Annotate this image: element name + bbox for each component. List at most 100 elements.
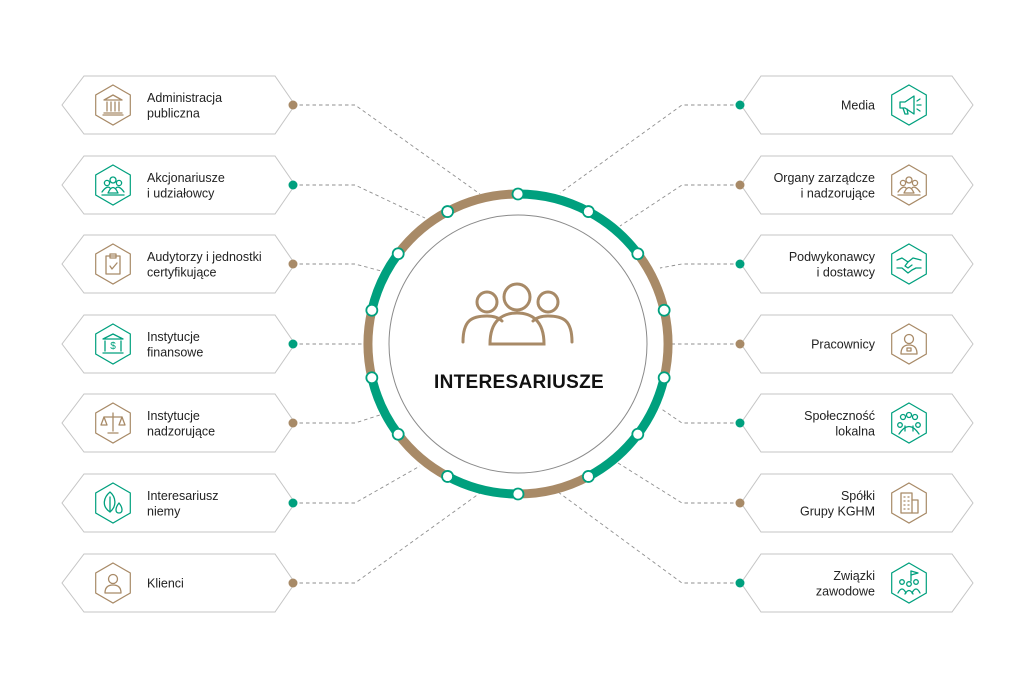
stakeholder-label: Pracownicy [811,338,876,352]
stakeholder-box: Związki zawodowe [735,553,974,613]
ring-node [582,205,595,218]
center-ring [363,187,673,501]
ring-segment [363,309,377,379]
stakeholder-label: lokalna [835,425,875,439]
connector-line [293,465,421,504]
megaphone-icon [899,95,922,115]
stakeholder-label: Audytorzy i jednostki [147,250,262,264]
stakeholder-label: niemy [147,505,181,519]
connector-dot [735,100,745,110]
connector-dot [735,498,745,508]
ring-segment [517,189,591,216]
stakeholder-label: i dostawcy [817,266,876,280]
connector-line [293,413,384,424]
connector-dot [288,418,298,428]
dollar-bank-icon: $ [102,333,124,354]
scales-icon [100,412,126,434]
stakeholder-label: Media [841,99,875,113]
stakeholder-label: zawodowe [816,585,875,599]
stakeholder-box: Instytucje nadzorujące [61,393,298,453]
connector-line [619,184,740,227]
box-outline [740,155,974,215]
ring-node [511,187,525,201]
ring-segment [634,376,669,437]
connector-line [293,492,481,584]
leaf-drops-icon [103,491,123,514]
stakeholder-box: Audytorzy i jednostki certyfikujące [61,234,298,294]
ring-node [365,371,379,385]
bank-icon [102,94,124,116]
connector-line [659,407,740,424]
box-outline [740,473,974,533]
ring-segment [634,251,669,312]
ring-segment [367,376,402,437]
ring-node [657,303,671,317]
stakeholder-label: Spółki [841,489,875,503]
stakeholder-box: Klienci [61,553,298,613]
ring-node [391,247,405,261]
connector-line [293,184,426,219]
icon-hexagon [95,482,131,524]
connector-line [293,104,481,195]
connector-dot [735,339,745,349]
center-people-icon [461,282,574,346]
stakeholder-label: certyfikujące [147,266,217,280]
stakeholder-label: Instytucje [147,409,200,423]
stakeholder-label: publiczna [147,107,200,121]
connector-dot [735,578,745,588]
stakeholder-label: Podwykonawcy [789,250,876,264]
ring-segment [517,472,591,499]
stakeholder-box: Media [735,75,974,135]
ring-node [631,427,645,441]
stakeholder-box: Podwykonawcy i dostawcy [735,234,974,294]
community-icon [897,411,921,435]
ring-segment [659,309,673,379]
stakeholder-box: Społeczność lokalna [735,393,974,453]
person-icon [104,573,122,594]
center-hub: INTERESARIUSZE [388,214,648,474]
stakeholder-label: Społeczność [804,409,875,423]
svg-text:$: $ [110,341,116,352]
ring-segment [445,472,519,499]
ring-node [365,303,379,317]
ring-segment [367,251,402,312]
icon-hexagon [95,323,131,365]
connector-dot [735,259,745,269]
connector-line [559,104,740,194]
union-flag-icon [897,570,921,595]
connector-dot [288,339,298,349]
stakeholder-label: Instytucje [147,330,200,344]
stakeholder-box: Pracownicy [735,314,974,374]
worker-icon [900,333,918,355]
ring-node [391,427,405,441]
building-icon [900,492,919,514]
connector-line [659,263,740,269]
icon-hexagon [891,84,927,126]
ring-node [631,247,645,261]
connector-line [557,491,740,584]
ring-segment [445,189,519,216]
stakeholder-label: Klienci [147,577,184,591]
connector-line [617,462,740,504]
connector-lines [293,104,740,584]
icon-hexagon [95,243,131,285]
stakeholder-label: Akcjonariusze [147,171,225,185]
clipboard-check-icon [105,253,121,275]
connector-dot [288,100,298,110]
center-title: INTERESARIUSZE [434,372,604,393]
box-outline [740,393,974,453]
stakeholder-label: Związki [833,569,875,583]
ring-node [657,371,671,385]
ring-node [582,470,595,483]
ring-node [511,487,525,501]
handshake-icon [896,257,922,274]
connector-dot [288,180,298,190]
stakeholder-label: nadzorujące [147,425,215,439]
connector-line [293,263,386,273]
